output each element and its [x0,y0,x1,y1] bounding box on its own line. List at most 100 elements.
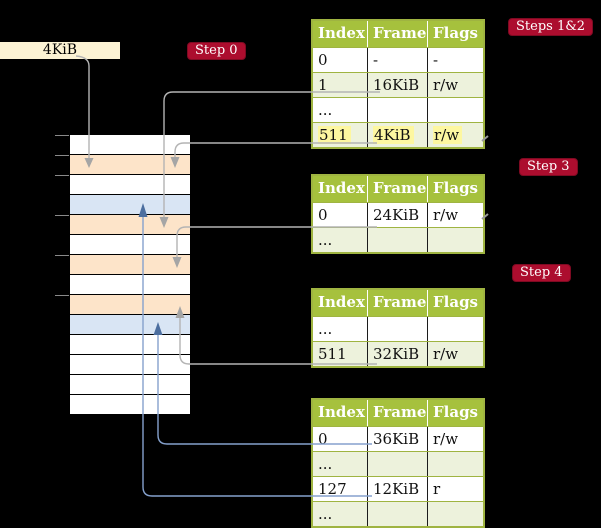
column-header: Index [318,24,365,42]
table-row: 511 4KiB r/w [313,122,483,147]
table-cell: ... [313,502,367,526]
column-header: Frame [367,290,427,316]
table-cell: ... [313,98,367,122]
table-cell: 24KiB [367,203,427,227]
table-cell: - [367,48,427,72]
memory-frame-row-10-free [70,335,190,354]
table-row: ... [313,97,483,122]
column-header: Index [318,179,365,197]
badge-step-4: Step 4 [512,264,571,282]
table-row: ... [313,227,483,252]
table-row: 0 - - [313,47,483,72]
cell-text: r [433,480,441,498]
table-cell: 511 [313,123,367,147]
badge-steps-1-2: Steps 1&2 [508,18,594,36]
cell-text: 511 [318,126,351,144]
badge-step-0: Step 0 [187,42,246,60]
cell-text: 1 [318,76,328,94]
table-cell: 12KiB [367,477,427,501]
address-tick [55,215,69,216]
cell-text: ... [318,101,333,119]
column-header: Index [318,403,365,421]
table-cell: 0 [313,48,367,72]
column-header: Index [318,293,365,311]
table-cell [367,452,427,476]
column-header: Flags [427,400,483,426]
table-cell [427,98,483,122]
table-cell: r/w [427,123,483,147]
table-cell: 1 [313,73,367,97]
table-cell [427,228,483,252]
address-tick [55,175,69,176]
cell-text: 0 [318,51,328,69]
cell-text: r/w [433,345,459,363]
cell-text: 0 [318,206,328,224]
cell-text: 32KiB [373,345,420,363]
cell-text: - [373,51,379,69]
memory-frame-row-3-page [70,195,190,214]
memory-frame-row-11-free [70,355,190,374]
address-tick [55,255,69,256]
table-cell: 0 [313,427,367,451]
memory-frame-row-5-free [70,235,190,254]
table-row: 511 32KiB r/w [313,341,483,366]
cell-text: 36KiB [373,430,420,448]
table-cell: - [427,48,483,72]
memory-frame-row-12-free [70,375,190,394]
physical-memory-stack [70,135,190,415]
column-header: Flags [427,176,483,202]
cell-text: ... [318,320,333,338]
cell-text: 127 [318,480,347,498]
cell-text: 4KiB [373,126,414,144]
table-cell: r/w [427,427,483,451]
table-row: 0 24KiB r/w [313,202,483,227]
table-cell: 36KiB [367,427,427,451]
table-cell: 4KiB [367,123,427,147]
table-row: ... [313,501,483,526]
table-cell: ... [313,452,367,476]
cell-text: r/w [433,76,459,94]
column-header: Flags [427,21,483,47]
memory-frame-row-7-free [70,275,190,294]
memory-frame-row-1-table [70,155,190,174]
column-header: Frame [367,400,427,426]
cell-text: r/w [433,206,459,224]
table-cell: ... [313,228,367,252]
table-cell: r/w [427,342,483,366]
table-row: 0 36KiB r/w [313,426,483,451]
table-cell [367,98,427,122]
cell-text: 0 [318,430,328,448]
address-tick [55,155,69,156]
cell-text: ... [318,455,333,473]
table-cell [427,452,483,476]
table-cell: r/w [427,73,483,97]
table-cell: 16KiB [367,73,427,97]
table-cell: ... [313,317,367,341]
column-header: Frame [367,176,427,202]
column-header: Flags [427,290,483,316]
table-row: 127 12KiB r [313,476,483,501]
cell-text: r/w [433,430,459,448]
table-cell: 511 [313,342,367,366]
memory-frame-row-6-table [70,255,190,274]
memory-frame-row-13-free [70,395,190,414]
table-cell [367,317,427,341]
table-cell: 32KiB [367,342,427,366]
table-cell: 127 [313,477,367,501]
badge-step-3: Step 3 [519,158,578,176]
memory-frame-row-2-free [70,175,190,194]
cell-text: - [433,51,439,69]
cell-text: ... [318,505,333,523]
memory-frame-row-0-free [70,135,190,154]
column-header: Frame [367,21,427,47]
cell-text: 12KiB [373,480,420,498]
table-cell [367,502,427,526]
table-cell: r/w [427,203,483,227]
table-cell [427,502,483,526]
